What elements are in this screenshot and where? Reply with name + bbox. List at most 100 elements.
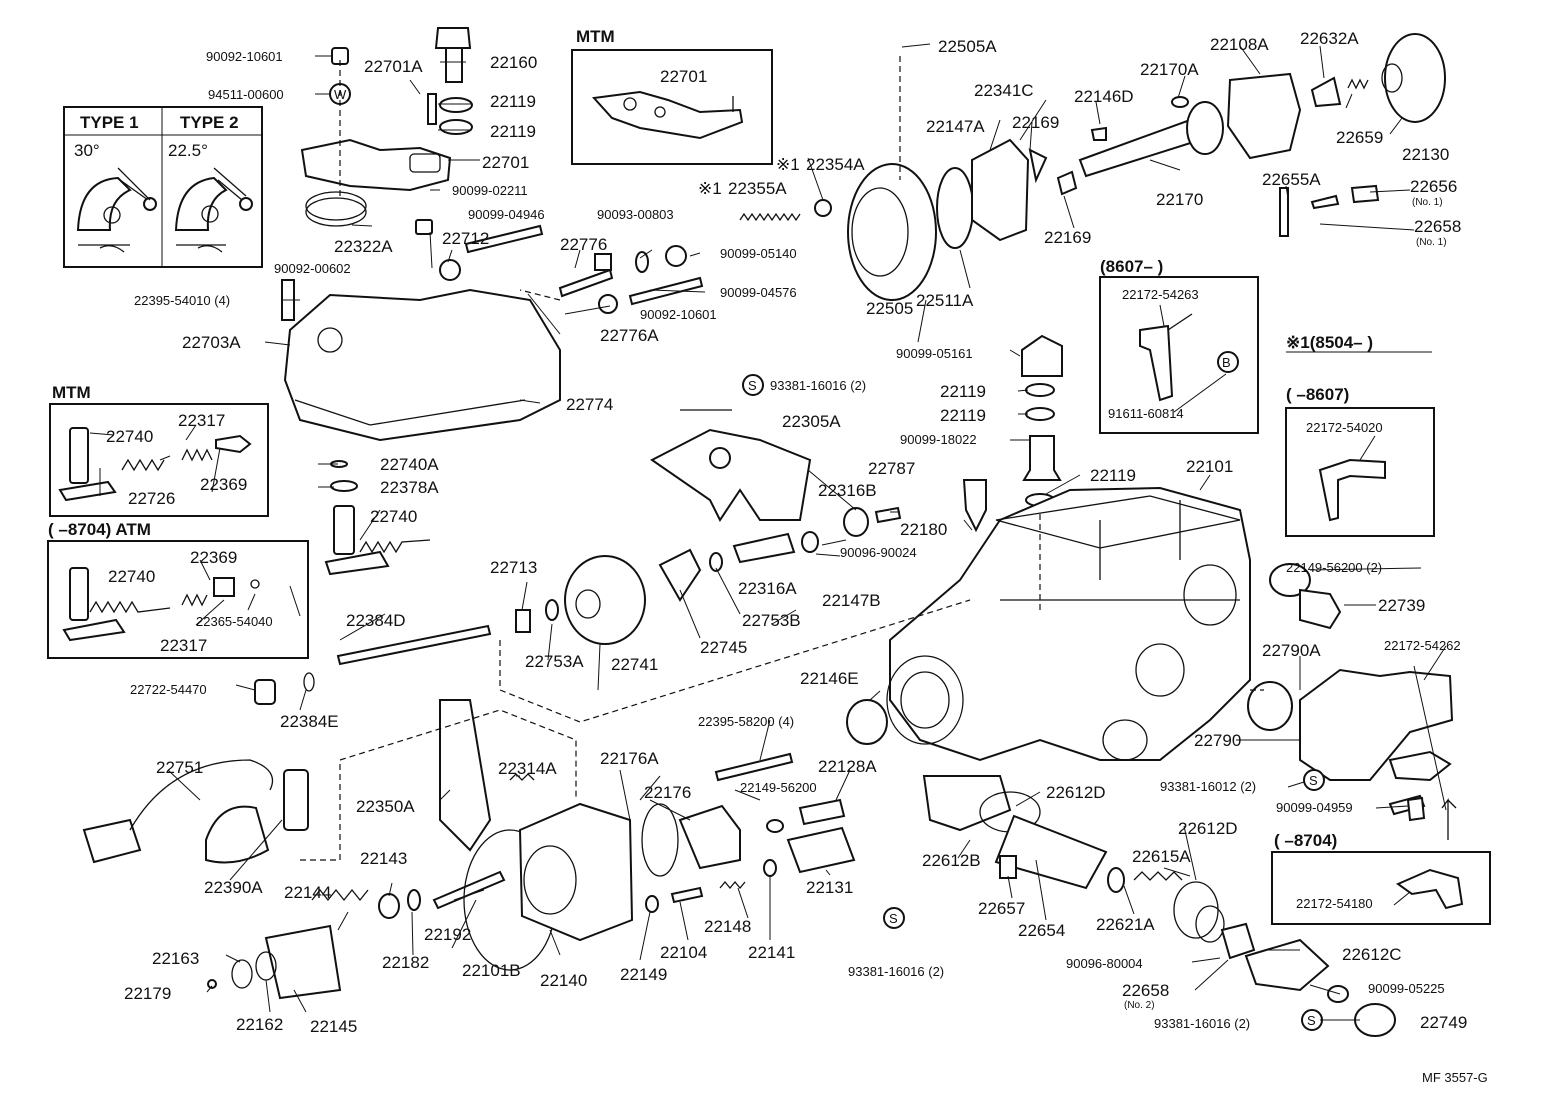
label-p05: 22119: [490, 92, 536, 111]
label-p15: 90099-05140: [720, 246, 797, 261]
label-p59: 22713: [490, 558, 537, 577]
label-p16: 22395-54010 (4): [134, 293, 230, 308]
sublabel-s2: (No. 1): [1416, 237, 1447, 248]
label-p12: 90092-00602: [274, 261, 351, 276]
label-p120: 22145: [310, 1017, 357, 1036]
label-p76: 22119: [1090, 466, 1136, 485]
label-p100: 22621A: [1096, 915, 1155, 934]
label-p39: 22658: [1414, 217, 1461, 236]
label-p57: 22722-54470: [130, 682, 207, 697]
type-inset: TYPE 1 TYPE 2 30° 22.5°: [63, 106, 263, 268]
label-p44: 22172-54020: [1306, 420, 1383, 435]
label-p64: 22316A: [738, 579, 797, 598]
label-p105: 22658: [1122, 981, 1169, 1000]
label-p55: 22365-54040: [196, 614, 273, 629]
label-p98: 22657: [978, 899, 1025, 918]
label-p48: 22369: [200, 475, 247, 494]
label-p22: 22701: [660, 67, 707, 86]
label-p46: 22317: [178, 411, 225, 430]
label-p24: 22354A: [806, 155, 865, 174]
label-p03: 22701A: [364, 57, 423, 76]
r8704-label: ( –8704): [1274, 831, 1337, 850]
label-p01: 90092-10601: [206, 49, 283, 64]
label-p19: 22703A: [182, 333, 241, 352]
ref8504-inset: ※1(8504– ) ( –8607): [1285, 333, 1435, 537]
label-p26: 22341C: [974, 81, 1034, 100]
label-p50: 22378A: [380, 478, 439, 497]
label-p69: 22180: [900, 520, 947, 539]
label-p72: 90099-05161: [896, 346, 973, 361]
s-mark-glyph-5: S: [1307, 1013, 1316, 1028]
sublabel-s1: (No. 1): [1412, 197, 1443, 208]
label-p04: 94511-00600: [208, 87, 284, 102]
label-p97: 22612B: [922, 851, 981, 870]
label-p96: 22612D: [1046, 783, 1106, 802]
label-p102: 22612D: [1178, 819, 1238, 838]
label-p74: 22119: [940, 406, 986, 425]
part-labels: 90092-10601 22160 22701A 94511-00600 221…: [106, 29, 1488, 1085]
footer-code: MF 3557-G: [1422, 1070, 1488, 1085]
label-p77: 22101: [1186, 457, 1233, 476]
label-p122: 22163: [152, 949, 199, 968]
label-p118: 22143: [360, 849, 407, 868]
type2-label: TYPE 2: [180, 113, 239, 132]
label-p02: 22160: [490, 53, 537, 72]
label-p88: 22390A: [204, 878, 263, 897]
label-p116: 22192: [424, 925, 471, 944]
b8607-inset: (8607– ) B: [1099, 257, 1259, 434]
label-p38: 22656: [1410, 177, 1457, 196]
label-p25: 22355A: [728, 179, 787, 198]
label-p93: 22176: [644, 783, 691, 802]
label-p109: 22131: [806, 878, 853, 897]
type1-lever-drawing: [76, 167, 157, 253]
label-p21: 22774: [566, 395, 613, 414]
label-p63: 22753B: [742, 611, 801, 630]
ref-mark-1: ※1: [776, 155, 800, 174]
label-p60: 22753A: [525, 652, 584, 671]
type1-label: TYPE 1: [80, 113, 139, 132]
label-p27: 22147A: [926, 117, 985, 136]
label-p66: 90096-90024: [840, 545, 917, 560]
label-p92: 22176A: [600, 749, 659, 768]
s-mark-glyph-4: S: [1309, 773, 1318, 788]
label-p73: 22119: [940, 382, 986, 401]
label-p123: 22179: [124, 984, 171, 1003]
label-p52: 22740: [108, 567, 155, 586]
label-p114: 22140: [540, 971, 587, 990]
label-p111: 22148: [704, 917, 751, 936]
label-p107: 90099-05225: [1368, 981, 1445, 996]
label-p95: 22128A: [818, 757, 877, 776]
label-p49: 22740A: [380, 455, 439, 474]
type2-angle: 22.5°: [168, 141, 208, 160]
label-p78: 22149-56200 (2): [1286, 560, 1382, 575]
label-p47: 22726: [128, 489, 175, 508]
label-p10: 22322A: [334, 237, 393, 256]
label-p113: 22149: [620, 965, 667, 984]
mtm-left-inset: MTM: [49, 383, 269, 517]
ref-mark-2: ※1: [698, 179, 722, 198]
label-p23: 22505A: [938, 37, 997, 56]
label-p43: 91611-60814: [1108, 406, 1184, 421]
assembly-lines: [300, 56, 1264, 861]
label-p51: 22740: [370, 507, 417, 526]
label-p17: 90099-04576: [720, 285, 797, 300]
r8704-inset: ( –8704): [1271, 831, 1491, 925]
label-p115: 22101B: [462, 961, 521, 980]
label-p101: 22615A: [1132, 847, 1191, 866]
label-p34: 22130: [1402, 145, 1449, 164]
label-p67: 22316B: [818, 481, 877, 500]
label-p83: 93381-16012 (2): [1160, 779, 1256, 794]
label-p84: 90099-04959: [1276, 800, 1353, 815]
label-p65: 22147B: [822, 591, 881, 610]
label-p117: 22182: [382, 953, 429, 972]
s-mark-glyph-3: S: [889, 911, 898, 926]
s-mark-glyph-1: S: [748, 378, 757, 393]
label-p18: 90092-10601: [640, 307, 717, 322]
label-p94: 22149-56200: [740, 780, 817, 795]
label-p08: 90099-02211: [452, 183, 528, 198]
label-p68: 22787: [868, 459, 915, 478]
mtm-left-label: MTM: [52, 383, 91, 402]
label-p99: 22654: [1018, 921, 1065, 940]
label-p54: 22317: [160, 636, 207, 655]
